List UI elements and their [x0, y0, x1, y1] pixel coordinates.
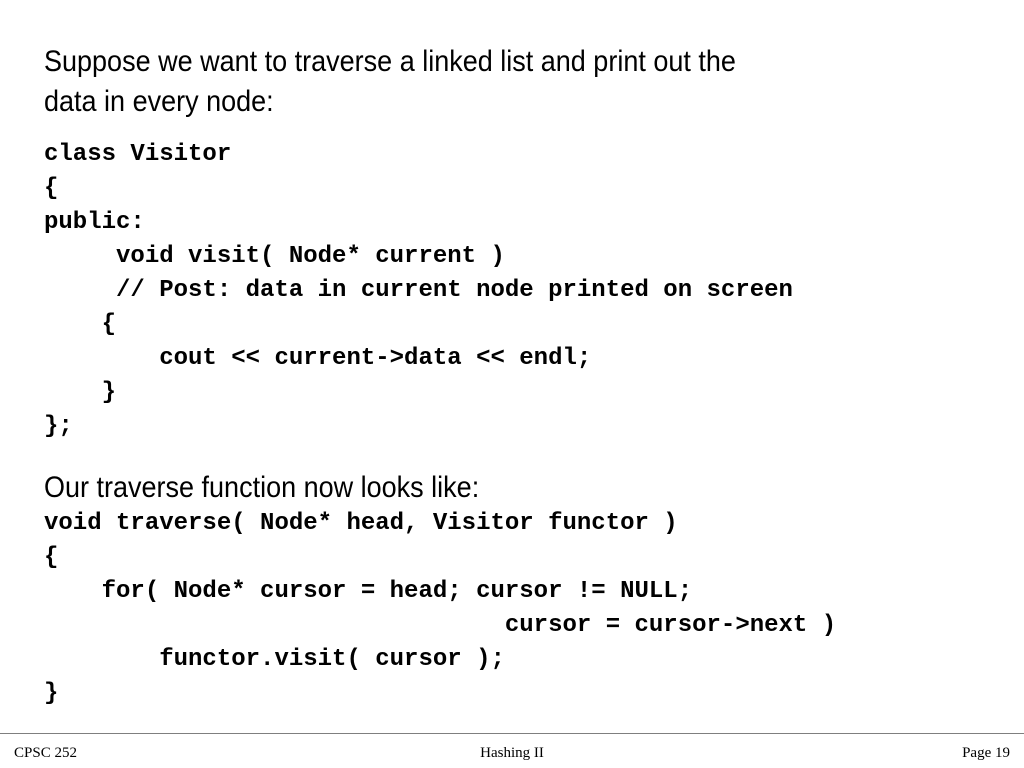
- code-line: public:: [44, 209, 145, 236]
- code-line: {: [44, 544, 59, 571]
- code-line: class Visitor: [44, 141, 232, 168]
- footer-topic: Hashing II: [480, 745, 544, 761]
- code-line: {: [44, 175, 59, 202]
- code-line: functor.visit( cursor );: [44, 646, 505, 673]
- code-line: cout << current->data << endl;: [44, 345, 592, 372]
- intro-line: data in every node:: [44, 85, 274, 118]
- code-line: cursor = cursor->next ): [44, 612, 837, 639]
- intro-line: Suppose we want to traverse a linked lis…: [44, 45, 736, 78]
- code-line: void visit( Node* current ): [44, 243, 505, 270]
- code-line: for( Node* cursor = head; cursor != NULL…: [44, 578, 693, 605]
- traverse-intro-line: Our traverse function now looks like:: [44, 471, 480, 504]
- code-line: };: [44, 413, 73, 440]
- footer-page-number: Page 19: [962, 745, 1010, 761]
- code-line: // Post: data in current node printed on…: [44, 277, 793, 304]
- footer-divider: [0, 733, 1024, 734]
- intro-paragraph: Suppose we want to traverse a linked lis…: [44, 42, 736, 122]
- code-line: {: [44, 311, 117, 338]
- code-line: void traverse( Node* head, Visitor funct…: [44, 510, 678, 537]
- footer-course: CPSC 252: [14, 745, 77, 761]
- code-line: }: [44, 680, 59, 707]
- traverse-intro-text: Our traverse function now looks like:: [44, 468, 479, 508]
- traverse-function-code: void traverse( Node* head, Visitor funct…: [44, 507, 836, 711]
- visitor-class-code: class Visitor { public: void visit( Node* …: [44, 138, 793, 444]
- code-line: }: [44, 379, 117, 406]
